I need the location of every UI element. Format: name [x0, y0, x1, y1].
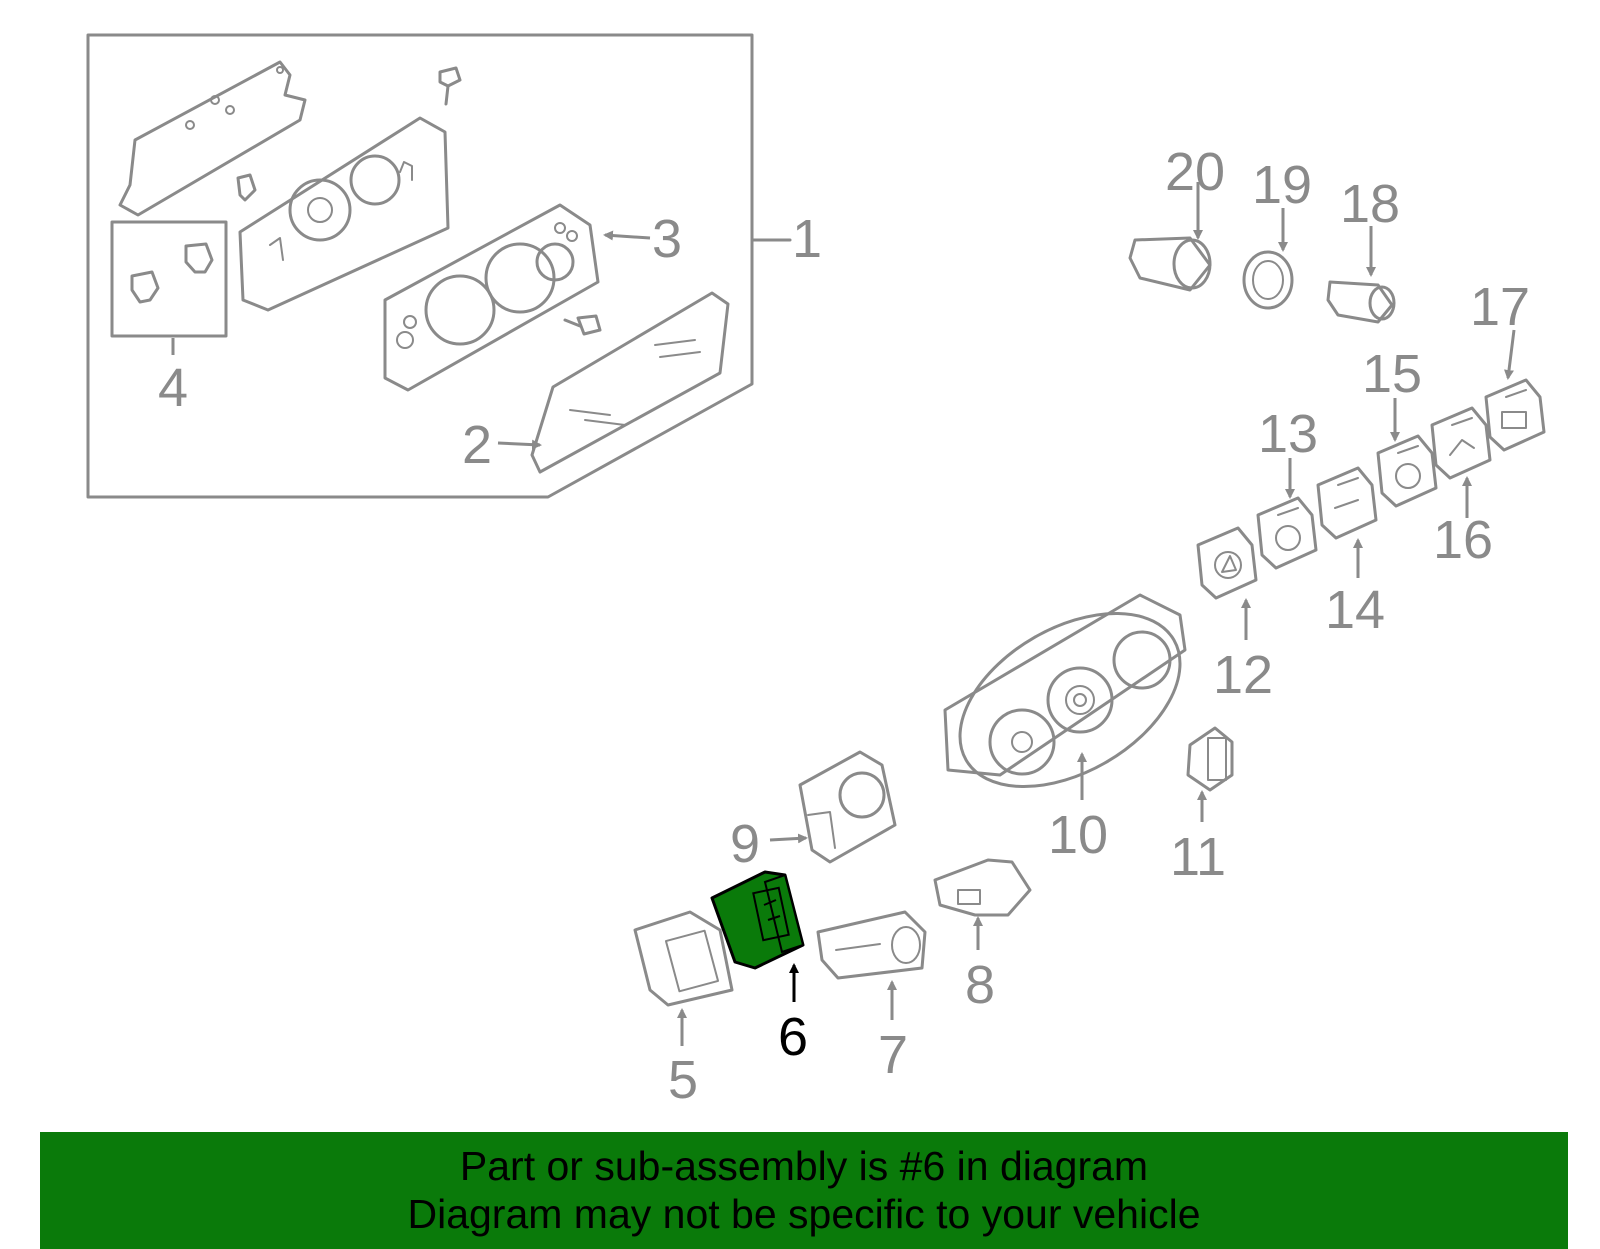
callout-11: 11 [1170, 827, 1226, 887]
callout-labels: 1 2 3 4 5 6 7 8 9 10 11 12 13 14 15 16 1… [158, 142, 1530, 1110]
part-14-button [1316, 466, 1378, 540]
part-18-bulb [1326, 280, 1396, 324]
lens-screw [563, 314, 602, 336]
part-17-button [1484, 378, 1546, 452]
callout-8: 8 [965, 955, 995, 1015]
cluster-lens [530, 291, 730, 474]
callout-1: 1 [792, 209, 822, 269]
cluster-assembly-frame [86, 33, 792, 499]
leader-lines [171, 182, 1516, 1046]
cluster-back-plate [118, 60, 307, 217]
banner-line-1: Part or sub-assembly is #6 in diagram [459, 1143, 1149, 1189]
part-11-switch [1186, 726, 1234, 792]
bulb-socket-set [110, 220, 228, 338]
callout-19: 19 [1252, 155, 1312, 215]
callout-20: 20 [1165, 142, 1225, 202]
part-10-climate-control [943, 593, 1187, 789]
part-20-socket [1128, 236, 1212, 292]
callout-7: 7 [878, 1025, 908, 1085]
callout-2: 2 [462, 415, 492, 475]
callout-4: 4 [158, 358, 188, 418]
callout-12: 12 [1213, 645, 1273, 705]
cluster-gauge-face [383, 203, 600, 392]
part-12-hazard-button [1196, 526, 1258, 600]
part-6-switch-highlighted [710, 870, 805, 970]
callout-18: 18 [1340, 174, 1400, 234]
banner-line-2: Diagram may not be specific to your vehi… [407, 1191, 1201, 1237]
callout-3: 3 [652, 209, 682, 269]
callout-15: 15 [1362, 344, 1422, 404]
callout-13: 13 [1258, 404, 1318, 464]
callout-16: 16 [1433, 510, 1493, 570]
callout-9: 9 [730, 814, 760, 874]
part-19-ring [1242, 250, 1294, 310]
part-8-switch [933, 858, 1032, 917]
part-5-switch [633, 910, 734, 1007]
cluster-housing [236, 116, 450, 312]
callout-17: 17 [1470, 277, 1530, 337]
callout-10: 10 [1048, 805, 1108, 865]
callout-6: 6 [778, 1007, 808, 1067]
part-15-button [1376, 434, 1438, 508]
info-banner: Part or sub-assembly is #6 in diagram Di… [40, 1132, 1568, 1249]
part-9-switch [798, 750, 897, 864]
parts-diagram: 1 2 3 4 5 6 7 8 9 10 11 12 13 14 15 16 1… [86, 33, 1546, 1110]
callout-5: 5 [668, 1050, 698, 1110]
part-7-switch [816, 910, 927, 980]
callout-14: 14 [1325, 580, 1385, 640]
cluster-screw [438, 66, 462, 106]
part-16-button [1430, 406, 1492, 480]
part-13-button [1256, 496, 1318, 570]
